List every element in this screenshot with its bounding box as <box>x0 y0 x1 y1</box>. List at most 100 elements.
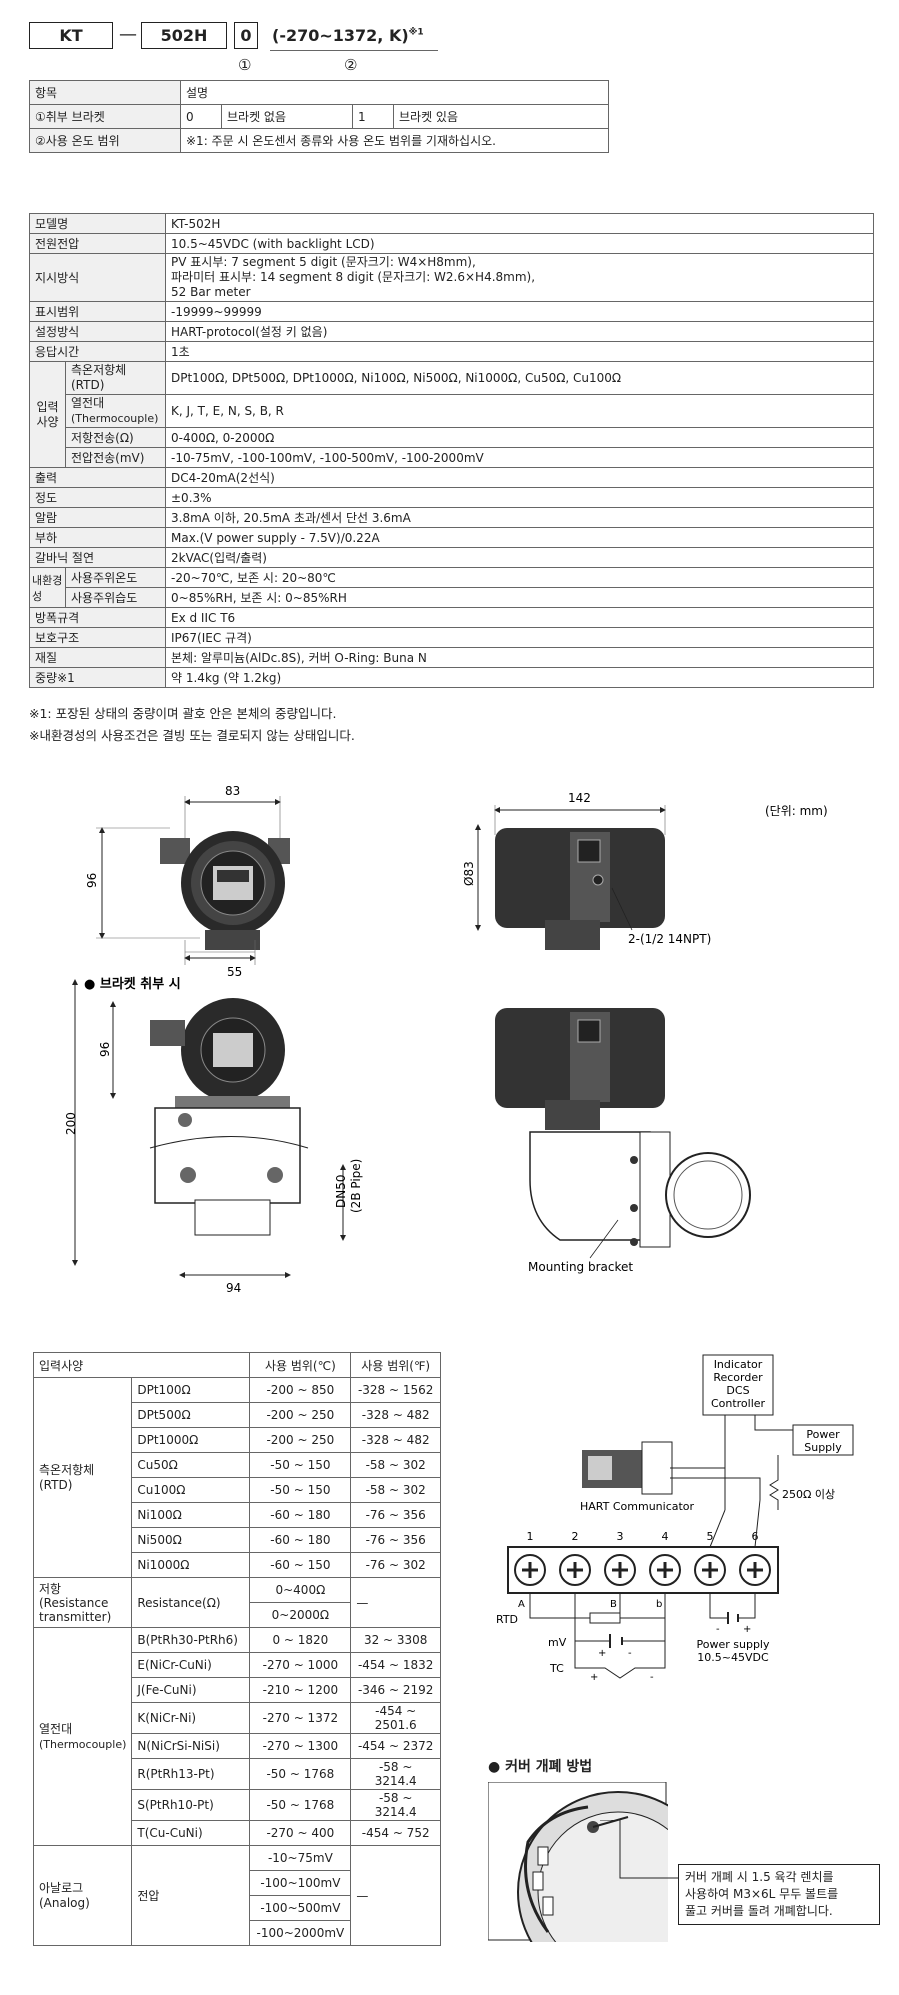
rt-rtd-label-2: (RTD) <box>39 1477 73 1492</box>
w-rtd: RTD <box>496 1613 518 1626</box>
spec-accuracy-value: ±0.3% <box>165 487 874 508</box>
rt-an-cell: -100~100mV <box>249 1870 352 1896</box>
spec-material-value: 본체: 알루미늄(AlDc.8S), 커버 O-Ring: Buna N <box>165 647 874 668</box>
table-row: 열전대(Thermocouple)B(PtRh30-PtRh6)0 ~ 1820… <box>32 1627 441 1846</box>
code-range: (-270~1372, K)※1 <box>272 26 424 45</box>
bracket-side-view: Mounting bracket <box>495 1008 751 1274</box>
side-view: 142 Ø83 2-(1/2 14NPT) <box>462 791 711 950</box>
w-mv-plus: + <box>598 1648 606 1659</box>
rt-rtd-cell: Ni1000Ω <box>131 1552 251 1578</box>
spec-res-value: 0-400Ω, 0-2000Ω <box>165 427 874 448</box>
spec-display-value: PV 표시부: 7 segment 5 digit (문자크기: W4×H8mm… <box>165 253 874 302</box>
rt-res-v2: 0~2000Ω <box>249 1602 352 1628</box>
spec-display-line3: 52 Bar meter <box>171 285 251 299</box>
spec-display-line2: 파라미터 표시부: 14 segment 8 digit (문자크기: W2.6… <box>171 270 536 284</box>
spec-model-value: KT-502H <box>165 213 874 234</box>
rt-an-f: — <box>350 1845 441 1946</box>
w-tc-minus: - <box>650 1672 654 1680</box>
note-weight: ※1: 포장된 상태의 중량이며 괄호 안은 본체의 중량입니다. <box>29 706 337 721</box>
spec-model-label: 모델명 <box>29 213 166 234</box>
bracket-front-view: 200 96 94 DN50 (2B Pipe) <box>64 979 363 1295</box>
rt-tc-cell: -270 ~ 1300 <box>249 1733 352 1759</box>
rt-rtd-cell: -328 ~ 1562 <box>350 1377 441 1403</box>
spec-display-line1: PV 표시부: 7 segment 5 digit (문자크기: W4×H8mm… <box>171 255 476 269</box>
rt-h1: 입력사양 <box>32 1352 251 1378</box>
w-ind2: Recorder <box>713 1371 763 1384</box>
rt-rtd-cell: -200 ~ 250 <box>249 1402 352 1428</box>
dim-142: 142 <box>568 791 591 805</box>
rt-rtd-label: 측온저항체(RTD) <box>32 1377 133 1578</box>
rt-an-cell: -100~2000mV <box>249 1920 352 1946</box>
table-row: -100~500mV <box>34 1895 441 1921</box>
spec-input-label-2: 사양 <box>36 414 59 429</box>
rt-an-cell: -10~75mV <box>249 1845 352 1871</box>
bracket-title: ● 브라켓 취부 시 <box>84 976 181 992</box>
spec-tc-value: K, J, T, E, N, S, B, R <box>165 394 874 428</box>
rt-rtd-cell: DPt500Ω <box>131 1402 251 1428</box>
rt-tc-cell: T(Cu-CuNi) <box>131 1820 251 1846</box>
w-mv: mV <box>548 1636 567 1649</box>
rt-tc-cell: -50 ~ 1768 <box>249 1758 352 1790</box>
rt-rtd-cell: -328 ~ 482 <box>350 1427 441 1453</box>
cover-note-2: 사용하여 M3×6L 무두 볼트를 <box>685 1887 839 1901</box>
spec-tc-label-2: (Thermocouple) <box>71 412 159 425</box>
w-ps2: Supply <box>804 1441 842 1454</box>
spec-env-label: 내환경성 <box>29 567 66 608</box>
opt-h1: 항목 <box>29 80 181 105</box>
w-b: B <box>610 1599 617 1610</box>
w-tc-plus: + <box>590 1672 598 1680</box>
cover-illustration <box>488 1782 668 1942</box>
rt-tc-cell: -270 ~ 400 <box>249 1820 352 1846</box>
table-row: T(Cu-CuNi)-270 ~ 400-454 ~ 752 <box>34 1820 441 1846</box>
rt-tc-cell: E(NiCr-CuNi) <box>131 1652 251 1678</box>
table-row: Ni1000Ω-60 ~ 150-76 ~ 302 <box>34 1552 441 1578</box>
unit-label: (단위: mm) <box>765 804 828 818</box>
spec-accuracy-label: 정도 <box>29 487 166 508</box>
rt-rtd-cell: -76 ~ 302 <box>350 1552 441 1578</box>
rt-an-cell: -100~500mV <box>249 1895 352 1921</box>
rt-rtd-cell: -200 ~ 850 <box>249 1377 352 1403</box>
rt-rtd-cell: -200 ~ 250 <box>249 1427 352 1453</box>
w-ind4: Controller <box>711 1397 766 1410</box>
w-ind1: Indicator <box>714 1358 763 1371</box>
rt-rtd-cell: -60 ~ 180 <box>249 1502 352 1528</box>
dim-55: 55 <box>227 965 242 979</box>
table-row: 아날로그(Analog)전압-10~75mV— <box>32 1845 441 1946</box>
cover-note-3: 풀고 커버를 돌려 개폐합니다. <box>685 1904 833 1918</box>
w-t1: 1 <box>527 1530 534 1543</box>
table-row: N(NiCrSi-NiSi)-270 ~ 1300-454 ~ 2372 <box>34 1733 441 1759</box>
code-num1: ① <box>238 56 252 74</box>
rt-rtd-cell: -76 ~ 356 <box>350 1502 441 1528</box>
spec-alarm-label: 알람 <box>29 507 166 528</box>
rt-h3: 사용 범위(℉) <box>350 1352 441 1378</box>
cover-leader <box>600 1820 678 1879</box>
cover-title: ● 커버 개폐 방법 <box>488 1759 593 1775</box>
spec-rtd-label-1: 측온저항체 <box>71 363 127 377</box>
dim-96-bracket: 96 <box>98 1042 112 1057</box>
code-model-box: 502H <box>141 22 227 49</box>
dim-94: 94 <box>226 1281 241 1295</box>
rt-tc-label-2: (Thermocouple) <box>39 1737 127 1751</box>
rt-rtd-cell: DPt100Ω <box>131 1377 251 1403</box>
spec-volt-value: -10-75mV, -100-100mV, -100-500mV, -100-2… <box>165 447 874 468</box>
spec-protection-label: 보호구조 <box>29 627 166 648</box>
spec-load-label: 부하 <box>29 527 166 548</box>
rt-res-label-2: (Resistance <box>39 1595 109 1610</box>
spec-response-label: 응답시간 <box>29 341 166 362</box>
rt-rtd-cell: Ni100Ω <box>131 1502 251 1528</box>
spec-envtemp-label: 사용주위온도 <box>65 567 166 588</box>
rt-res-name: Resistance(Ω) <box>131 1577 251 1628</box>
spec-input-label-1: 입력 <box>36 399 59 414</box>
spec-tc-label: 열전대 (Thermocouple) <box>65 394 166 428</box>
opt-r1-c2: 브라켓 없음 <box>221 104 353 129</box>
spec-range-value: -19999~99999 <box>165 301 874 322</box>
spec-response-value: 1초 <box>165 341 874 362</box>
w-mv-minus: - <box>628 1648 632 1659</box>
rt-rtd-cell: -50 ~ 150 <box>249 1477 352 1503</box>
spec-alarm-value: 3.8mA 이하, 20.5mA 초과/센서 단선 3.6mA <box>165 507 874 528</box>
dim-phi83: Ø83 <box>462 861 476 886</box>
rt-an-name: 전압 <box>131 1845 251 1946</box>
dim-dn50: DN50 <box>334 1175 348 1209</box>
opt-h2: 설명 <box>180 80 609 105</box>
